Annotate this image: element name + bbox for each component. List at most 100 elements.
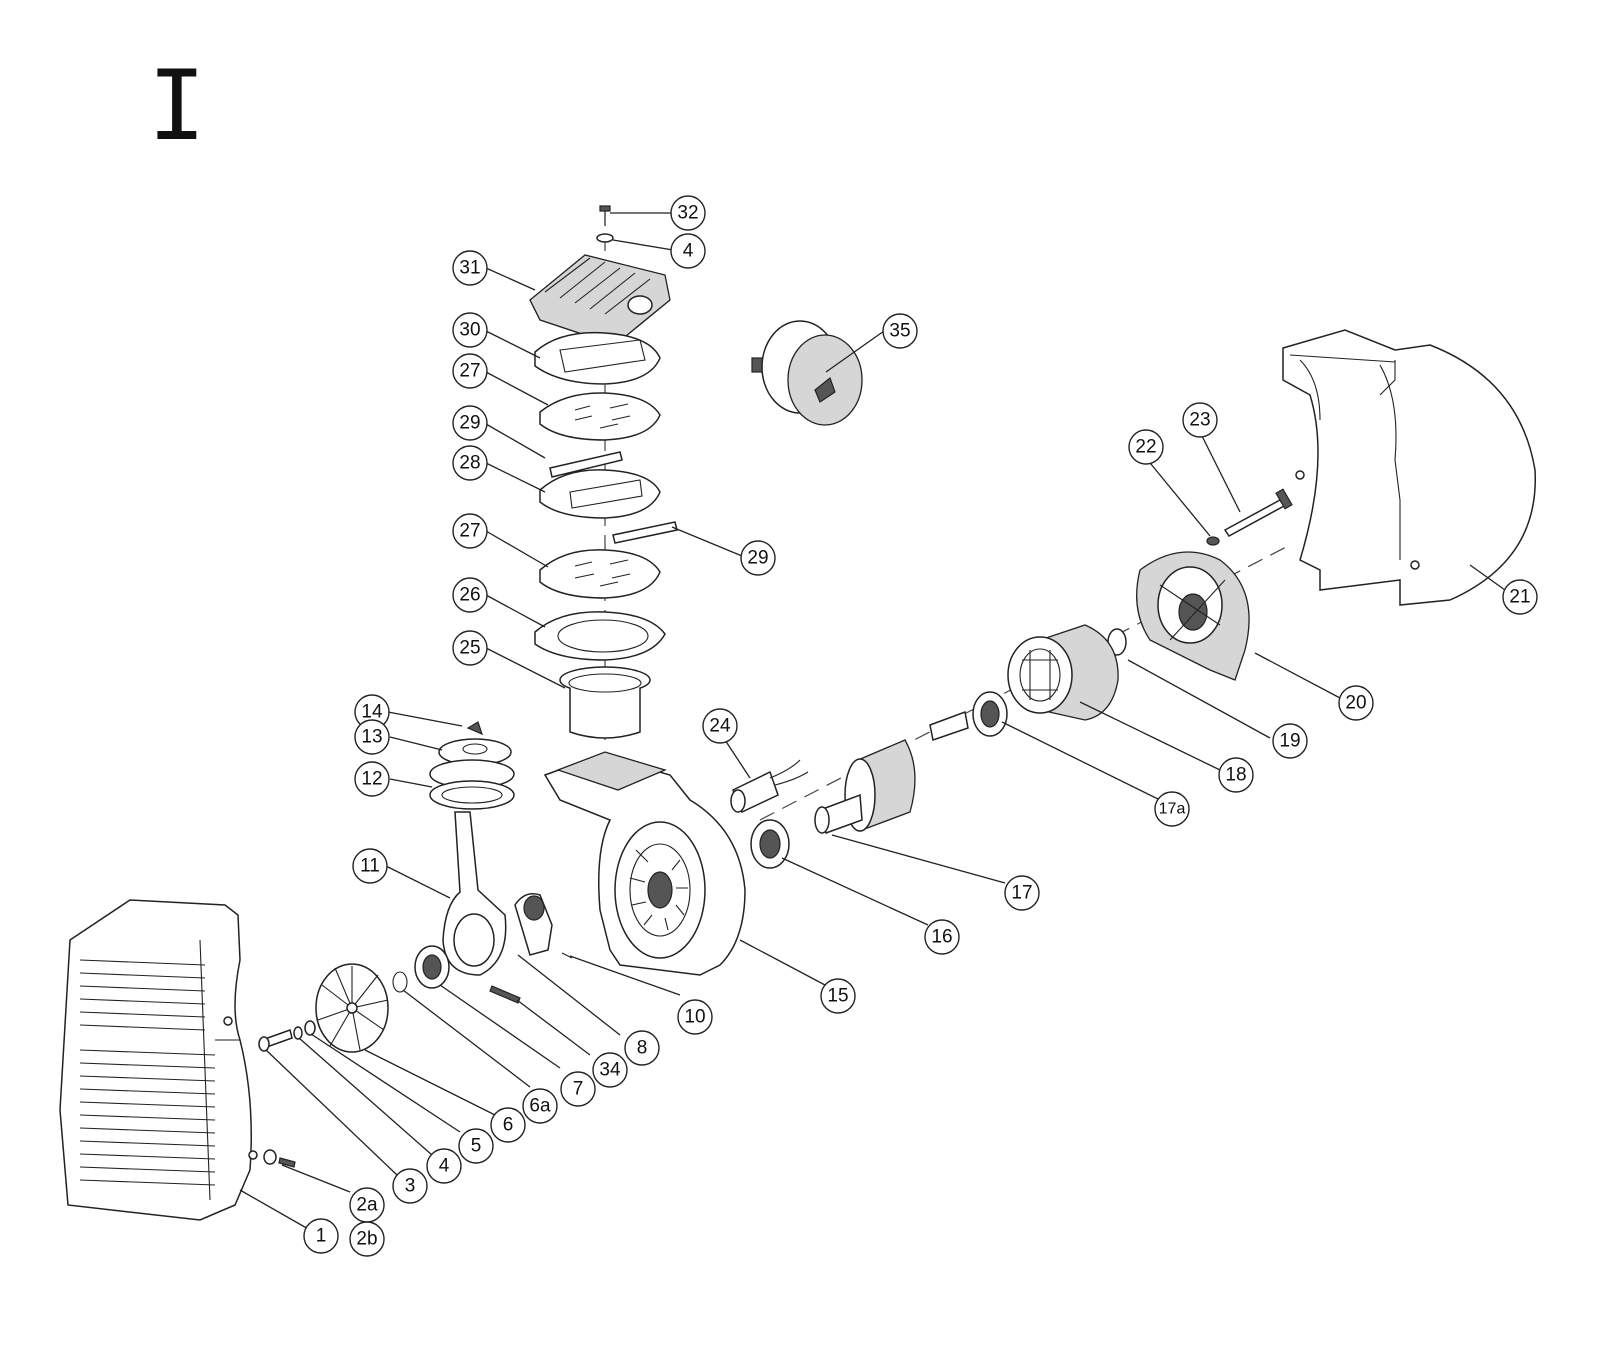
callout-label: 32 bbox=[677, 203, 698, 224]
callout-24: 24 bbox=[702, 708, 738, 744]
part-29-reed-strip-upper bbox=[549, 451, 623, 478]
part-34-bolt bbox=[489, 985, 521, 1004]
callout-label: 18 bbox=[1225, 765, 1246, 786]
part-2a-washer bbox=[263, 1149, 277, 1165]
callout-27: 27 bbox=[452, 353, 488, 389]
callout-label: 35 bbox=[889, 321, 910, 342]
callout-label: 15 bbox=[827, 986, 848, 1007]
callout-label: 2a bbox=[356, 1195, 378, 1216]
part-16-bearing bbox=[750, 819, 790, 869]
callout-29: 29 bbox=[452, 405, 488, 441]
callout-label: 8 bbox=[637, 1038, 648, 1059]
callout-31: 31 bbox=[452, 250, 488, 286]
callout-6a: 6a bbox=[522, 1088, 558, 1124]
callout-label: 2b bbox=[356, 1229, 377, 1250]
callout-label: 12 bbox=[361, 769, 382, 790]
part-11-connecting-rod bbox=[442, 811, 507, 976]
callout-label: 17 bbox=[1011, 883, 1032, 904]
callout-label: 21 bbox=[1509, 587, 1530, 608]
part-21-shroud-right bbox=[1282, 329, 1536, 606]
callout-label: 7 bbox=[573, 1079, 584, 1100]
callout-35: 35 bbox=[882, 313, 918, 349]
part-32-screw bbox=[599, 205, 611, 226]
part-17-rotor-crankshaft bbox=[814, 710, 969, 834]
callout-19: 19 bbox=[1272, 723, 1308, 759]
callout-11: 11 bbox=[352, 848, 388, 884]
part-24-capacitor bbox=[730, 759, 809, 814]
callout-label: 4 bbox=[683, 241, 694, 262]
callout-17a: 17a bbox=[1154, 791, 1190, 827]
callout-20: 20 bbox=[1338, 685, 1374, 721]
callout-29b: 29 bbox=[740, 540, 776, 576]
callout-label: 30 bbox=[459, 320, 480, 341]
part-2b-screw bbox=[278, 1157, 296, 1168]
part-35-air-filter bbox=[751, 320, 863, 426]
callout-4b: 4 bbox=[426, 1148, 462, 1184]
part-23-long-bolt bbox=[1223, 488, 1293, 537]
callout-label: 6 bbox=[503, 1115, 514, 1136]
callout-label: 24 bbox=[709, 716, 731, 737]
callout-8: 8 bbox=[624, 1030, 660, 1066]
part-26-gasket bbox=[534, 611, 666, 661]
part-12-piston-ring bbox=[429, 759, 515, 810]
part-10-screw bbox=[561, 952, 573, 959]
callout-10: 10 bbox=[677, 999, 713, 1035]
section-mark: I bbox=[148, 50, 206, 162]
part-17a-bearing bbox=[972, 691, 1008, 737]
callout-label: 31 bbox=[459, 258, 480, 279]
part-7-bearing bbox=[414, 945, 450, 989]
callout-17: 17 bbox=[1004, 875, 1040, 911]
part-28-gasket bbox=[539, 469, 661, 519]
callout-label: 10 bbox=[684, 1007, 705, 1028]
callout-label: 16 bbox=[931, 927, 952, 948]
part-5-washer bbox=[304, 1020, 316, 1036]
part-6a-circlip bbox=[392, 971, 408, 993]
callout-label: 27 bbox=[459, 521, 480, 542]
callout-34: 34 bbox=[592, 1052, 628, 1088]
part-14-piston-screw bbox=[466, 721, 483, 736]
callout-15: 15 bbox=[820, 978, 856, 1014]
part-8-bracket bbox=[514, 893, 553, 956]
part-27-valve-plate-lower bbox=[539, 549, 661, 599]
callout-label: 23 bbox=[1189, 410, 1210, 431]
callout-7: 7 bbox=[560, 1071, 596, 1107]
callout-13: 13 bbox=[354, 719, 390, 755]
callout-26: 26 bbox=[452, 577, 488, 613]
callout-12: 12 bbox=[354, 761, 390, 797]
callout-label: 25 bbox=[459, 638, 480, 659]
callout-27b: 27 bbox=[452, 513, 488, 549]
callout-label: 29 bbox=[459, 413, 480, 434]
callout-label: 22 bbox=[1135, 437, 1156, 458]
callout-label: 13 bbox=[361, 727, 382, 748]
callout-label: 17a bbox=[1159, 801, 1186, 818]
callout-2b: 2b bbox=[349, 1221, 385, 1257]
callout-32: 32 bbox=[670, 195, 706, 231]
part-1-shroud-left bbox=[59, 899, 258, 1221]
callout-18: 18 bbox=[1218, 757, 1254, 793]
part-15-crankcase bbox=[543, 751, 746, 976]
callout-label: 27 bbox=[459, 361, 480, 382]
part-4-washer-top bbox=[596, 233, 614, 243]
callout-label: 1 bbox=[316, 1226, 327, 1247]
part-3-bolt bbox=[258, 1029, 293, 1052]
callout-label: 29 bbox=[747, 548, 768, 569]
callout-3: 3 bbox=[392, 1168, 428, 1204]
callout-6: 6 bbox=[490, 1107, 526, 1143]
part-30-gasket bbox=[534, 331, 661, 385]
callout-label: 19 bbox=[1279, 731, 1300, 752]
callout-label: 14 bbox=[361, 702, 383, 723]
part-29-reed-strip-lower bbox=[612, 521, 678, 544]
callout-label: 6a bbox=[529, 1096, 551, 1117]
callout-30: 30 bbox=[452, 312, 488, 348]
callout-label: 20 bbox=[1345, 693, 1366, 714]
callout-22: 22 bbox=[1128, 429, 1164, 465]
callout-25: 25 bbox=[452, 630, 488, 666]
callout-4: 4 bbox=[670, 233, 706, 269]
callout-21: 21 bbox=[1502, 579, 1538, 615]
callout-28: 28 bbox=[452, 445, 488, 481]
callout-label: 3 bbox=[405, 1176, 416, 1197]
callout-label: 28 bbox=[459, 453, 480, 474]
part-18-stator bbox=[1007, 624, 1119, 721]
part-4-washer-fan bbox=[293, 1026, 303, 1040]
